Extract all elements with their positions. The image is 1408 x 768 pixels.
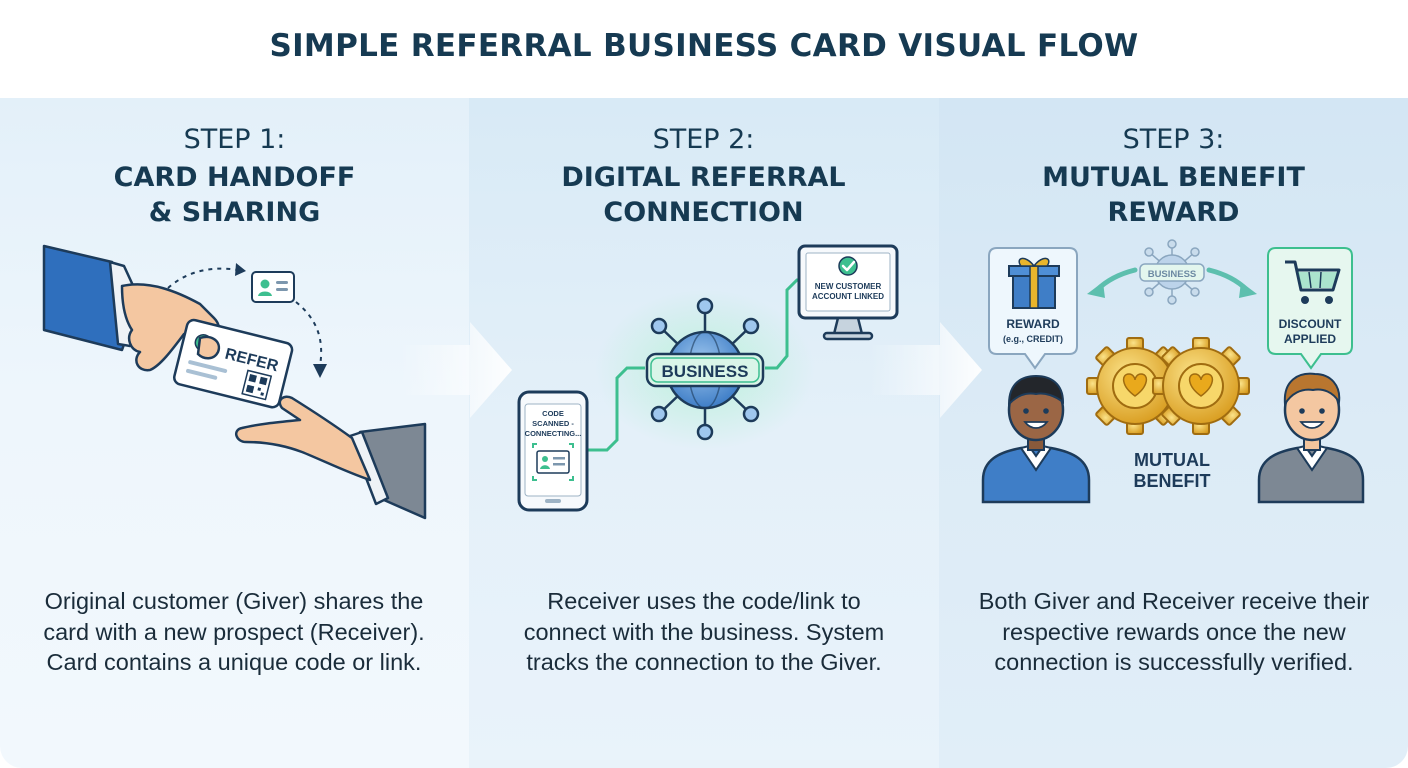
giver-avatar	[981, 374, 1091, 504]
step-3-description: Both Giver and Receiver receive their re…	[978, 588, 1370, 675]
monitor-text-line-1: NEW CUSTOMER	[815, 282, 882, 291]
reward-label: REWARD	[1006, 317, 1060, 331]
contact-card-icon	[251, 271, 295, 303]
transfer-arrow-icon	[167, 263, 327, 378]
step-1-description: Original customer (Giver) shares the car…	[43, 588, 425, 675]
discount-label-line-2: APPLIED	[1284, 332, 1336, 346]
hub-business-label: BUSINESS	[662, 362, 749, 381]
step-3-title-line-1: MUTUAL BENEFIT	[1042, 162, 1305, 193]
reward-arrow-left-icon	[1087, 267, 1138, 298]
flow-arrow-2-icon	[870, 322, 982, 418]
step-3-title: MUTUAL BENEFIT REWARD	[939, 160, 1408, 230]
phone-icon: CODE SCANNED - CONNECTING...	[517, 390, 589, 512]
checkmark-icon	[838, 256, 858, 276]
mutual-benefit-line-2: BENEFIT	[1133, 471, 1210, 491]
step-2-label: STEP 2:	[652, 124, 755, 155]
step-3-heading: STEP 3: MUTUAL BENEFIT REWARD	[939, 124, 1408, 230]
step-2-illustration: BUSINESS CODE SCANNED - CONNECTING...	[517, 244, 899, 512]
step-2-description: Receiver uses the code/link to connect w…	[523, 588, 885, 675]
gift-icon	[1008, 257, 1060, 309]
step-2-title: DIGITAL REFERRAL CONNECTION	[469, 160, 938, 230]
monitor-text-line-2: ACCOUNT LINKED	[812, 292, 884, 301]
step-1-title-line-2: & SHARING	[148, 197, 321, 228]
step-1-label: STEP 1:	[183, 124, 286, 155]
step-1-title: CARD HANDOFF & SHARING	[0, 160, 469, 230]
business-network-icon: BUSINESS	[1139, 239, 1205, 305]
discount-label-line-1: DISCOUNT	[1279, 317, 1342, 331]
step-2-title-line-1: DIGITAL REFERRAL	[561, 162, 846, 193]
qr-code-icon	[241, 369, 273, 401]
step-2-title-line-2: CONNECTION	[603, 197, 804, 228]
flow-arrow-1-icon	[400, 322, 512, 418]
giver-hand-icon	[42, 244, 221, 372]
receiver-avatar	[1257, 372, 1365, 504]
reward-arrow-right-icon	[1206, 267, 1257, 298]
step-3-label: STEP 3:	[1122, 124, 1225, 155]
step-1-illustration: REFER	[42, 244, 427, 520]
phone-text-line-2: SCANNED -	[532, 419, 574, 428]
phone-text-line-1: CODE	[542, 409, 564, 418]
step-3-illustration: BUSINESS REWARD (e.g., CREDIT)	[981, 239, 1365, 504]
step-3-title-line-2: REWARD	[1107, 197, 1240, 228]
receiver-hand-icon	[234, 395, 427, 520]
phone-text-line-3: CONNECTING...	[525, 429, 582, 438]
step-2-heading: STEP 2: DIGITAL REFERRAL CONNECTION	[469, 124, 938, 230]
page-title: SIMPLE REFERRAL BUSINESS CARD VISUAL FLO…	[269, 28, 1139, 64]
discount-bubble: DISCOUNT APPLIED	[1267, 247, 1353, 370]
business-small-label: BUSINESS	[1148, 269, 1197, 280]
mutual-benefit-line-1: MUTUAL	[1134, 450, 1210, 470]
mutual-gears-icon	[1086, 337, 1250, 435]
referral-card: REFER	[173, 318, 294, 409]
shopping-cart-icon	[1285, 260, 1341, 304]
reward-sublabel: (e.g., CREDIT)	[1003, 334, 1063, 344]
reward-bubble: REWARD (e.g., CREDIT)	[988, 247, 1078, 370]
step-1-heading: STEP 1: CARD HANDOFF & SHARING	[0, 124, 469, 230]
monitor-icon: NEW CUSTOMER ACCOUNT LINKED	[797, 244, 899, 341]
step-1-title-line-1: CARD HANDOFF	[113, 162, 356, 193]
